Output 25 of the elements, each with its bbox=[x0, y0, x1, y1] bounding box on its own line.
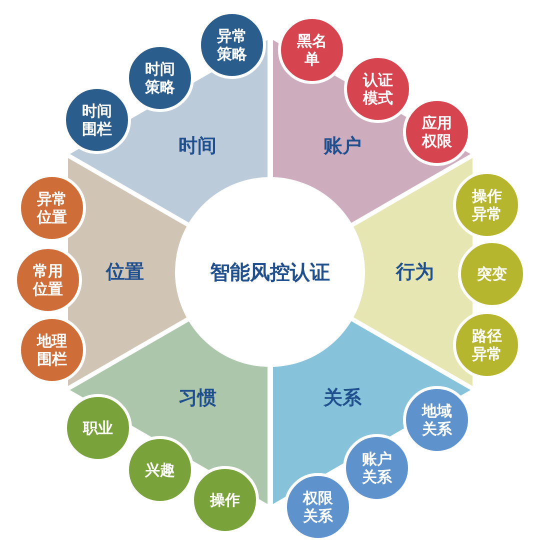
factor-label: 突变 bbox=[476, 265, 508, 283]
factor-label: 异常策略 bbox=[216, 27, 248, 63]
center-title: 智能风控认证 bbox=[210, 258, 330, 286]
factor-label: 权限关系 bbox=[302, 489, 334, 525]
factor-label: 认证模式 bbox=[362, 71, 394, 107]
factor-label: 账户关系 bbox=[360, 450, 393, 486]
factor-label: 时间围栏 bbox=[81, 102, 113, 138]
sector-label: 习惯 bbox=[178, 386, 216, 411]
factor-label: 应用权限 bbox=[420, 114, 453, 150]
factor-label: 地理围栏 bbox=[36, 332, 68, 368]
sector-label: 时间 bbox=[178, 134, 216, 160]
factor-label: 职业 bbox=[82, 419, 114, 437]
sector-label: 位置 bbox=[106, 260, 144, 285]
factor-label: 操作 bbox=[208, 491, 241, 509]
factor-label: 黑名单 bbox=[296, 32, 328, 68]
sector-label: 账户 bbox=[324, 134, 362, 160]
factor-label: 异常位置 bbox=[36, 190, 68, 226]
factor-label: 路径异常 bbox=[471, 327, 503, 363]
factor-label: 操作异常 bbox=[470, 187, 503, 223]
factor-label: 兴趣 bbox=[144, 461, 176, 479]
factor-label: 地域关系 bbox=[420, 402, 453, 438]
sector-label: 行为 bbox=[396, 260, 434, 285]
sector-label: 关系 bbox=[324, 386, 362, 411]
factor-label: 常用位置 bbox=[32, 262, 64, 298]
factor-label: 时间策略 bbox=[144, 60, 176, 96]
